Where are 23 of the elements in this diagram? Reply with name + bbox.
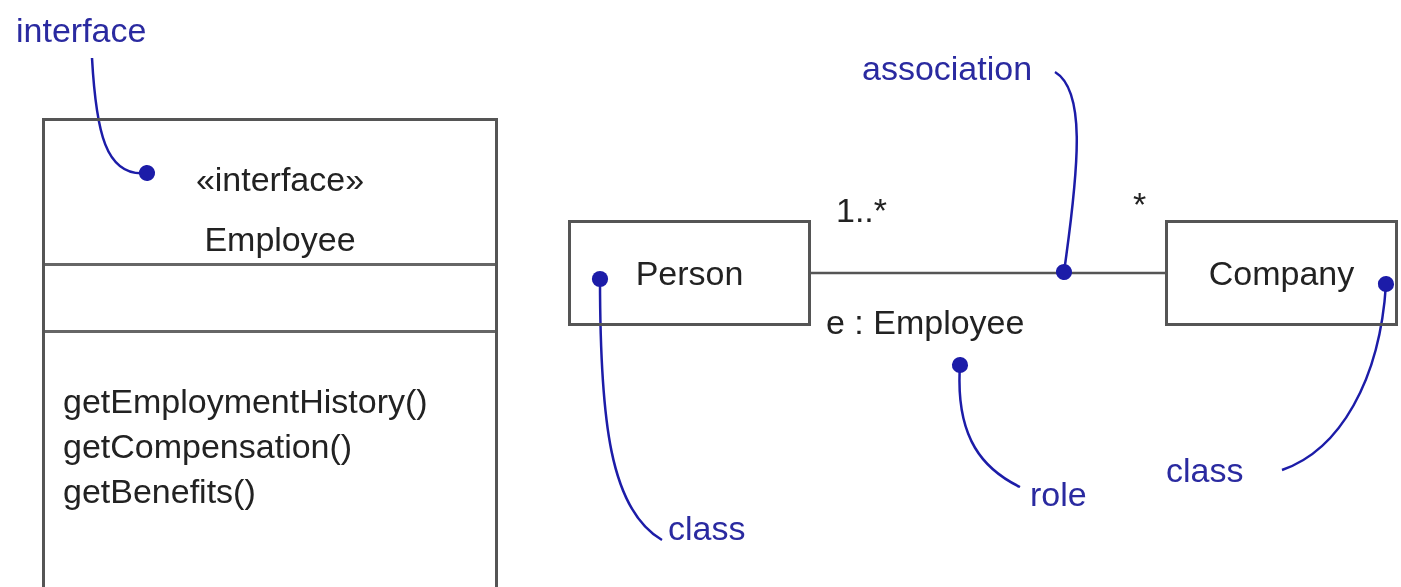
leader-line xyxy=(591,270,663,541)
callout-text: association xyxy=(862,48,1033,88)
multiplicity-label: * xyxy=(1133,184,1147,224)
leader-line xyxy=(90,57,156,182)
class-name: Person xyxy=(634,253,745,293)
callout-text: class xyxy=(1166,450,1244,490)
class-name: «interface» Employee xyxy=(194,159,366,260)
callout-text: interface xyxy=(16,10,147,50)
method-text: getBenefits() xyxy=(63,471,256,511)
leader-line xyxy=(1281,275,1395,472)
leader-line xyxy=(951,356,1021,489)
interface-class-box xyxy=(42,118,498,587)
association-line xyxy=(811,271,1165,275)
edge-label: e : Employee xyxy=(826,302,1025,342)
class-box xyxy=(568,220,811,326)
callout-text: class xyxy=(668,508,746,548)
method-text: getEmploymentHistory() xyxy=(63,381,428,421)
callout-text: role xyxy=(1030,474,1087,514)
multiplicity-label: 1..* xyxy=(836,190,888,230)
class-name: Company xyxy=(1207,253,1356,293)
method-text: getCompensation() xyxy=(63,426,353,466)
class-box xyxy=(1165,220,1398,326)
leader-line xyxy=(1054,71,1078,281)
